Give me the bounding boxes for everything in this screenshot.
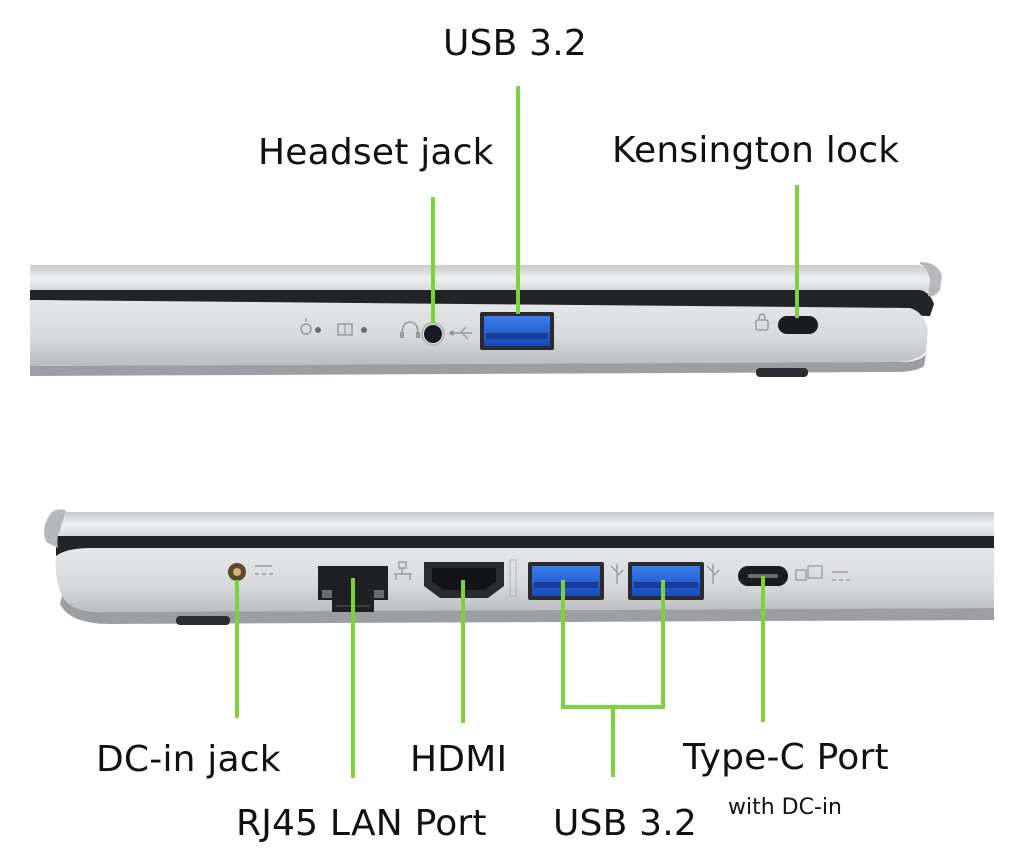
network-icon [394, 561, 412, 580]
label-rj45-lan-port: RJ45 LAN Port [236, 803, 487, 844]
top-rubber-foot [756, 368, 808, 377]
top-base [30, 300, 928, 366]
label-type-c-port: Type-C Port [683, 737, 889, 778]
lock-icon [755, 313, 769, 331]
top-hinge [920, 262, 942, 297]
callout-usb-bottom [561, 580, 665, 777]
label-usb-top: USB 3.2 [443, 23, 587, 64]
label-dc-in-jack: DC-in jack [96, 739, 281, 780]
bottom-hinge [44, 509, 66, 548]
label-usb-bottom: USB 3.2 [553, 803, 697, 844]
label-kensington-lock: Kensington lock [612, 130, 900, 171]
bottom-laptop-side [44, 509, 995, 625]
usb-icon [610, 564, 624, 584]
bottom-usb-port-2 [628, 562, 704, 600]
usb-icon [706, 564, 720, 584]
bottom-rubber-foot [176, 616, 230, 625]
bottom-usb-port-1 [528, 562, 604, 600]
power-indicator-icon [300, 318, 321, 335]
label-type-c-sub: with DC-in [728, 795, 842, 820]
top-usb-port [480, 312, 554, 350]
top-callouts [431, 86, 799, 323]
kensington-lock-slot [778, 316, 818, 334]
usb-icon [449, 326, 472, 340]
usb-c-icon [795, 565, 850, 581]
bottom-base-edge [60, 596, 994, 624]
bottom-base [55, 548, 995, 613]
bottom-callouts [235, 576, 765, 778]
label-headset-jack: Headset jack [258, 132, 494, 173]
dc-icon [255, 565, 273, 575]
battery-indicator-icon [337, 323, 367, 336]
dc-in-port [228, 563, 246, 581]
hdmi-icon [509, 559, 517, 597]
label-hdmi: HDMI [410, 739, 508, 780]
top-lid [30, 265, 932, 292]
headset-icon [400, 321, 420, 338]
headset-jack-port [424, 325, 442, 343]
top-base-edge [30, 354, 926, 376]
top-laptop-side [30, 262, 942, 377]
bottom-lid [54, 512, 994, 538]
